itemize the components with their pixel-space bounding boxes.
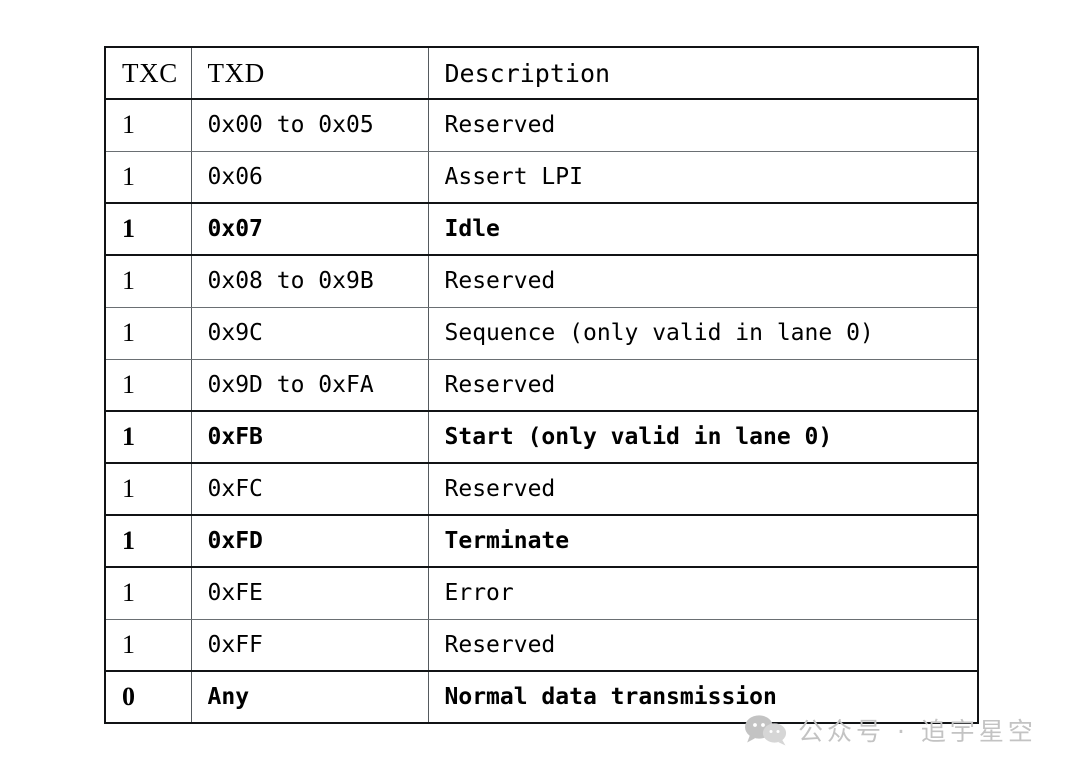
cell-txd: 0xFD	[190, 514, 429, 568]
cell-txc: 1	[105, 202, 192, 256]
table-header: TXC TXD Description	[105, 47, 978, 100]
cell-txc: 1	[105, 514, 192, 568]
cell-txc: 0	[105, 670, 192, 724]
cell-txc: 1	[105, 150, 192, 204]
cell-txd: 0xFB	[190, 410, 429, 464]
cell-description: Terminate	[427, 514, 978, 568]
column-header-txc: TXC	[105, 47, 192, 100]
cell-description: Normal data transmission	[427, 670, 978, 724]
cell-txd: Any	[190, 670, 429, 724]
cell-txd: 0x9C	[190, 306, 429, 360]
column-header-description: Description	[427, 47, 978, 100]
column-header-txd: TXD	[190, 47, 429, 100]
cell-description: Error	[427, 566, 978, 620]
cell-txd: 0xFC	[190, 462, 429, 516]
cell-txd: 0x06	[190, 150, 429, 204]
cell-txc: 1	[105, 358, 192, 412]
cell-txd: 0x9D to 0xFA	[190, 358, 429, 412]
cell-description: Idle	[427, 202, 978, 256]
cell-txc: 1	[105, 306, 192, 360]
cell-txc: 1	[105, 98, 192, 152]
cell-description: Reserved	[427, 254, 978, 308]
cell-description: Reserved	[427, 618, 978, 672]
cell-txc: 1	[105, 618, 192, 672]
cell-description: Reserved	[427, 462, 978, 516]
cell-description: Sequence (only valid in lane 0)	[427, 306, 978, 360]
cell-description: Assert LPI	[427, 150, 978, 204]
cell-txd: 0x08 to 0x9B	[190, 254, 429, 308]
cell-txc: 1	[105, 410, 192, 464]
cell-description: Reserved	[427, 358, 978, 412]
cell-txd: 0x00 to 0x05	[190, 98, 429, 152]
cell-txd: 0x07	[190, 202, 429, 256]
cell-description: Reserved	[427, 98, 978, 152]
cell-txc: 1	[105, 566, 192, 620]
cell-description: Start (only valid in lane 0)	[427, 410, 978, 464]
table-header-row: TXC TXD Description	[105, 47, 978, 100]
cell-txd: 0xFF	[190, 618, 429, 672]
cell-txc: 1	[105, 254, 192, 308]
cell-txd: 0xFE	[190, 566, 429, 620]
cell-txc: 1	[105, 462, 192, 516]
